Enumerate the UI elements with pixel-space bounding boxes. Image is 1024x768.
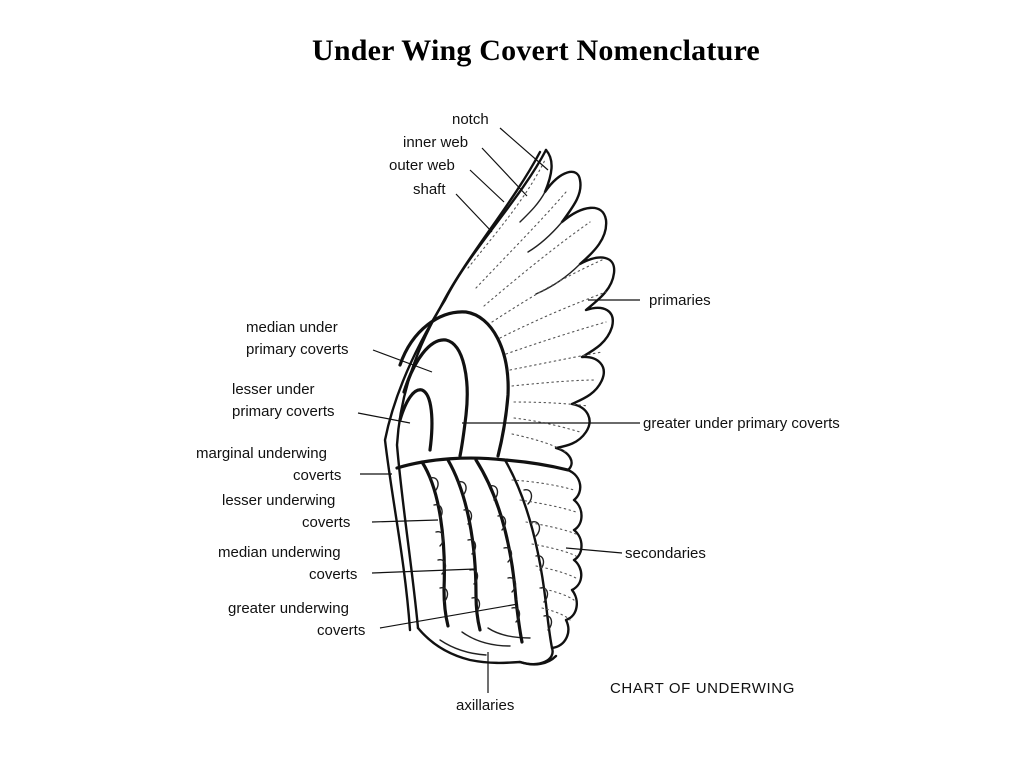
- label-primaries: primaries: [649, 292, 711, 309]
- lesser-under-primary-coverts-shape: [398, 388, 434, 452]
- label-lesser-under-primary-coverts-2: primary coverts: [232, 403, 335, 420]
- axillaries-outline: [416, 626, 558, 666]
- label-lesser-underwing-coverts-2: coverts: [302, 514, 350, 531]
- greater-under-primary-coverts-shape: [398, 310, 510, 458]
- label-marginal-underwing-coverts-1: marginal underwing: [196, 445, 327, 462]
- label-lesser-under-primary-coverts-1: lesser under: [232, 381, 315, 398]
- label-median-underwing-coverts-1: median underwing: [218, 544, 341, 561]
- label-greater-underwing-coverts-2: coverts: [317, 622, 365, 639]
- diagram-labels: notch inner web outer web shaft primarie…: [196, 111, 840, 714]
- label-greater-under-primary-coverts: greater under primary coverts: [643, 415, 840, 432]
- label-outer-web: outer web: [389, 157, 455, 174]
- label-secondaries: secondaries: [625, 545, 706, 562]
- primaries-outline: [543, 148, 616, 472]
- label-notch: notch: [452, 111, 489, 128]
- label-inner-web: inner web: [403, 134, 468, 151]
- label-shaft: shaft: [413, 181, 446, 198]
- label-marginal-underwing-coverts-2: coverts: [293, 467, 341, 484]
- label-median-under-primary-coverts-1: median under: [246, 319, 338, 336]
- axillaries-feather-lines: [439, 627, 531, 656]
- primary-rachis-lines: [467, 159, 607, 453]
- secondary-rachis-lines: [511, 479, 577, 621]
- label-greater-underwing-coverts-1: greater underwing: [228, 600, 349, 617]
- wing-leading-edge-outer: [383, 148, 548, 632]
- chart-caption: CHART OF UNDERWING: [610, 680, 795, 697]
- label-axillaries: axillaries: [456, 697, 514, 714]
- wing-illustration: [383, 148, 616, 666]
- slide-title: Under Wing Covert Nomenclature: [312, 34, 760, 67]
- label-lesser-underwing-coverts-1: lesser underwing: [222, 492, 335, 509]
- secondary-base-shape: [503, 458, 554, 650]
- lesser-underwing-coverts-shape: [420, 460, 450, 628]
- label-median-underwing-coverts-2: coverts: [309, 566, 357, 583]
- leader-lines: [357, 127, 640, 693]
- secondaries-outline: [518, 468, 583, 666]
- greater-underwing-coverts-shape: [474, 458, 524, 644]
- label-median-under-primary-coverts-2: primary coverts: [246, 341, 349, 358]
- median-under-primary-coverts-shape: [402, 338, 469, 458]
- covert-scallops: [429, 476, 553, 631]
